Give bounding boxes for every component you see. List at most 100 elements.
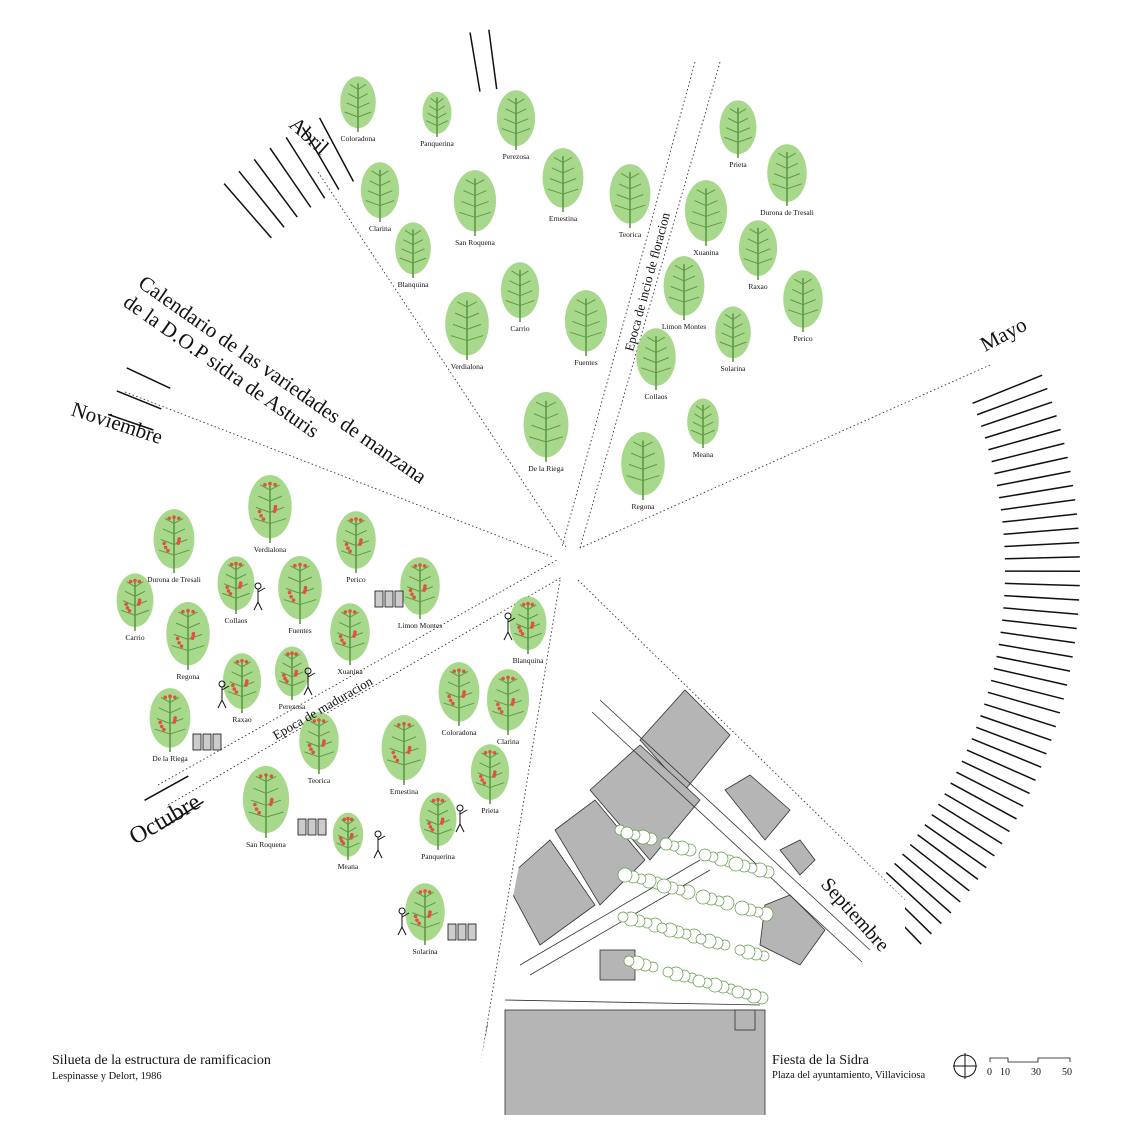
apple-tree-carrio: Carrio (500, 262, 540, 333)
apple-tree-coloradona: Coloradona (438, 662, 480, 737)
apple-tree-perezosa: Perezosa (274, 646, 310, 711)
tick-mark (1000, 631, 1075, 644)
tree-label: Fuentes (574, 358, 597, 367)
tree-label: Carrio (125, 633, 144, 642)
tree-label: Clarina (497, 737, 520, 746)
tick-mark (894, 862, 952, 914)
apple-tree-solarina: Solarina (715, 306, 751, 373)
plaza-tree (617, 867, 633, 883)
tick-mark (902, 853, 961, 903)
tick-mark (1002, 619, 1077, 630)
tick-mark (980, 715, 1052, 742)
footer-event-title: Fiesta de la Sidra (772, 1053, 869, 1068)
tick-mark (998, 643, 1073, 658)
footer-caption-source: Lespinasse y Delort, 1986 (52, 1071, 162, 1082)
poster-title-line1: Calendario de las variedades de manzana (134, 270, 432, 488)
plaza-tree (734, 900, 750, 916)
tree-label: Limon Montes (662, 322, 706, 331)
octubre-divider (477, 579, 561, 1081)
tick-mark (909, 843, 970, 892)
apple-tree-blanquina: Blanquina (395, 222, 431, 289)
tree-label: Ernestina (549, 214, 578, 223)
tick-mark (1004, 541, 1080, 548)
person-icon (455, 804, 468, 833)
plaza-tree (656, 922, 668, 934)
apple-tree-de-la-riega: De la Riega (523, 391, 569, 473)
tick-mark (988, 428, 1061, 451)
apple-tree-prieta: Prieta (470, 744, 510, 815)
apple-tree-durona-de-tresali: Durona de Tresali (760, 144, 814, 217)
apple-tree-durona-de-tresali: Durona de Tresali (147, 509, 201, 584)
apple-tree-verdialona: Verdialona (445, 292, 489, 371)
apple-tree-coloradona: Coloradona (340, 76, 376, 143)
apple-tree-clarina: Clarina (360, 162, 400, 233)
apple-tree-teorica: Teorica (609, 164, 651, 239)
building (759, 894, 826, 966)
apple-tree-clarina: Clarina (486, 669, 530, 746)
tick-mark (937, 803, 1003, 845)
apple-tree-blanquina: Blanquina (509, 596, 547, 665)
plaza-tree (623, 955, 635, 967)
tree-label: Regona (177, 672, 201, 681)
tick-mark (1004, 556, 1080, 560)
apple-tree-carrio: Carrio (116, 573, 154, 642)
apple-tree-regona: Regona (621, 432, 665, 511)
person-icon (373, 830, 386, 859)
tree-label: Collaos (645, 392, 668, 401)
north-arrow-icon (953, 1053, 977, 1079)
tree-label: Coloradona (341, 134, 377, 143)
plaza-tree (695, 889, 711, 905)
tree-label: Teorica (619, 230, 642, 239)
building (504, 1009, 766, 1115)
sector-dividers (124, 61, 991, 1081)
tick-mark (980, 401, 1053, 428)
tick-mark (116, 390, 162, 410)
plaza-tree (698, 848, 712, 862)
footer-event-location: Plaza del ayuntamiento, Villaviciosa (772, 1070, 926, 1081)
apple-tree-panquerina: Panquerina (420, 91, 455, 148)
plaza-tree (662, 966, 674, 978)
tick-mark (1004, 582, 1080, 587)
building (724, 774, 791, 841)
tick-mark (972, 374, 1043, 404)
tree-label: Perezosa (503, 152, 530, 161)
tick-mark (991, 442, 1065, 463)
person-icon (397, 907, 410, 936)
buildings (504, 689, 826, 1115)
tick-mark (944, 793, 1010, 833)
tree-label: Perico (346, 575, 365, 584)
apple-tree-perico: Perico (783, 270, 823, 343)
apple-tree-collaos: Collaos (636, 328, 676, 401)
tick-mark (976, 726, 1047, 755)
scale-label-10: 10 (1000, 1067, 1010, 1078)
plaza-tree (731, 985, 745, 999)
month-label-abril: Abril (285, 112, 334, 160)
tick-mark (269, 147, 312, 208)
ladder-icon (192, 733, 222, 751)
plaza-tree (656, 878, 672, 894)
tree-label: Regona (632, 502, 656, 511)
tree-label: Coloradona (442, 728, 478, 737)
tree-label: Collaos (225, 616, 248, 625)
plaza-trees (614, 824, 775, 1005)
month-tick-marks (107, 29, 1081, 1088)
tree-label: Solarina (413, 947, 439, 956)
tick-mark (924, 824, 987, 869)
tree-label: San Roquena (455, 238, 495, 247)
scale-label-50: 50 (1062, 1067, 1072, 1078)
tree-label: Blanquina (398, 280, 429, 289)
apple-tree-raxao: Raxao (222, 653, 262, 724)
tree-label: Verdialona (254, 545, 287, 554)
tick-mark (469, 32, 481, 92)
tick-mark (1002, 513, 1078, 523)
apple-tree-collaos: Collaos (217, 556, 255, 625)
building (504, 839, 596, 946)
building (779, 839, 816, 876)
tree-label: San Roquena (246, 840, 286, 849)
tick-mark (950, 782, 1017, 820)
tick-mark (126, 367, 171, 389)
apple-tree-san-roquena: San Roquena (453, 170, 497, 247)
abril-divider (317, 171, 567, 548)
